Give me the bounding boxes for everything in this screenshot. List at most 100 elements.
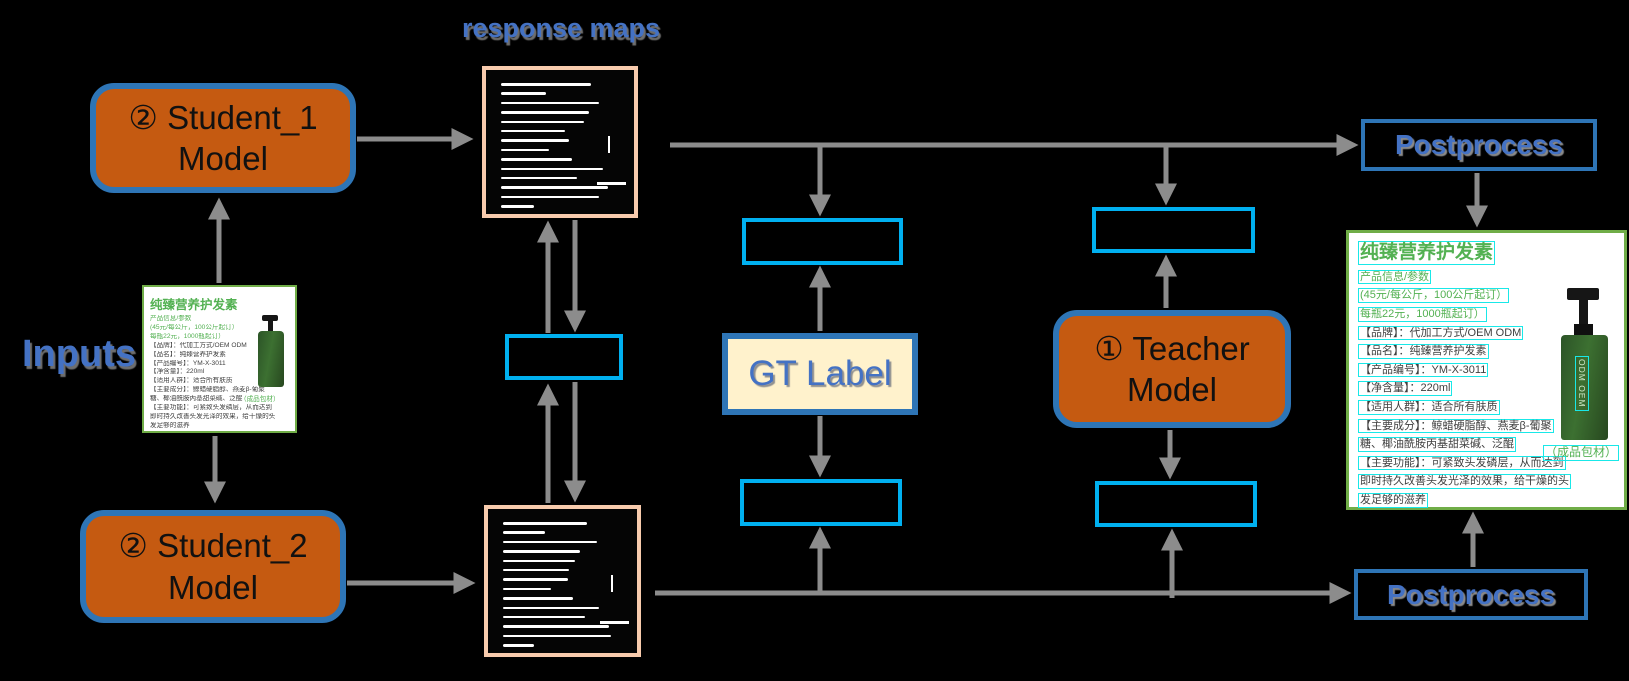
response-map-text-line bbox=[501, 83, 592, 86]
response-map-text-line bbox=[503, 597, 573, 600]
response-map-bottom bbox=[484, 505, 641, 657]
ocr-highlight-box: 产品信息/参数 bbox=[1358, 269, 1432, 285]
card-text-line: 【主要功能】：可紧致头发磷层，从而达到 bbox=[1358, 454, 1615, 473]
postprocess-top-node: Postprocess bbox=[1361, 119, 1597, 171]
input-card-lines: 产品信息/参数(45元/每公斤，100公斤起订）每瓶22元，1000瓶起订）【品… bbox=[150, 315, 289, 431]
response-map-text-line bbox=[501, 148, 549, 152]
card-text-line: 【适用人群】：适合所有肤质 bbox=[150, 377, 233, 385]
response-map-text-line bbox=[501, 195, 599, 199]
bottle-pump-icon bbox=[1574, 324, 1593, 336]
input-card-title: 纯臻营养护发素 bbox=[150, 298, 238, 312]
response-map-text-line bbox=[503, 540, 597, 544]
card-text-line: 【净含量】：220ml bbox=[150, 368, 205, 376]
student1-model-node: ② Student_1 Model bbox=[90, 83, 356, 193]
ocr-highlight-box: 【产品编号】：YM-X-3011 bbox=[1358, 362, 1489, 378]
card-text-line: 【主要功能】：可紧致头发磷层，从而达到 bbox=[150, 404, 272, 412]
response-map-text-line bbox=[501, 92, 547, 95]
postprocess-bottom-node: Postprocess bbox=[1354, 569, 1588, 620]
response-map-text-line bbox=[503, 531, 545, 534]
response-map-text-line bbox=[501, 101, 599, 105]
teacher-model-node: ① Teacher Model bbox=[1053, 310, 1291, 428]
bottle-brand-label: ODM OEM bbox=[1575, 356, 1589, 411]
card-text-line: 【产品编号】：YM-X-3011 bbox=[1358, 361, 1615, 380]
ocr-highlight-box: 【净含量】：220ml bbox=[1358, 381, 1453, 397]
response-map-top-lines bbox=[501, 83, 620, 208]
response-map-text-line bbox=[503, 606, 599, 610]
response-map-top bbox=[482, 66, 638, 218]
card-text-line: 产品信息/参数 bbox=[150, 315, 192, 322]
bottle-pump-icon bbox=[1567, 288, 1599, 300]
ocr-highlight-box: 发足够的滋养 bbox=[1358, 492, 1428, 508]
response-map-text-line bbox=[503, 625, 609, 628]
package-note: （成品包材） bbox=[240, 396, 280, 403]
card-text-line: 【适用人群】：适合所有肤质 bbox=[1358, 398, 1615, 417]
response-map-text-line bbox=[501, 139, 569, 142]
package-note: （成品包材） bbox=[1543, 445, 1620, 461]
bottle-body bbox=[1561, 335, 1608, 440]
loss-box-between-students bbox=[505, 334, 623, 380]
card-text-line: 【品牌】：代加工方式/OEM ODM bbox=[1358, 324, 1615, 343]
card-text-line: (45元/每公斤，100公斤起订） bbox=[150, 323, 239, 331]
response-map-text-line bbox=[501, 120, 585, 124]
card-text-line: 【主要成分】：鲸蜡硬脂醇、燕麦β-葡聚 bbox=[150, 386, 265, 394]
card-text-line: 每瓶22元，1000瓶起订） bbox=[1358, 305, 1615, 324]
response-map-text-line bbox=[501, 186, 609, 189]
card-text-line: 【净含量】：220ml bbox=[1358, 379, 1615, 398]
response-map-text-line bbox=[501, 176, 578, 180]
ocr-highlight-box: 糖、椰油酰胺丙基甜菜碱、泛醌 bbox=[1358, 437, 1516, 452]
card-text-line: 发足够的滋养 bbox=[1358, 491, 1615, 510]
output-product-card: 纯臻营养护发素 产品信息/参数 (45元/每公斤，100公斤起订） 每瓶22元，10… bbox=[1346, 230, 1627, 510]
card-text-line: 【主要成分】：鲸蜡硬脂醇、燕麦β-葡聚 bbox=[1358, 417, 1615, 436]
response-map-text-line bbox=[503, 587, 551, 591]
response-map-mark bbox=[607, 136, 610, 153]
card-text-line: 产品信息/参数 bbox=[1358, 268, 1615, 287]
bottle-pump-icon bbox=[1579, 298, 1588, 326]
response-map-text-line bbox=[501, 111, 590, 114]
card-text-line: (45元/每公斤，100公斤起订） bbox=[1358, 286, 1615, 305]
card-text-line: 每瓶22元，1000瓶起订） bbox=[150, 332, 225, 340]
response-maps-label: response maps bbox=[461, 13, 661, 43]
response-map-text-line bbox=[501, 205, 535, 208]
response-map-text-line bbox=[503, 559, 575, 563]
ocr-highlight-box: 【适用人群】：适合所有肤质 bbox=[1358, 400, 1500, 415]
product-bottle-image bbox=[256, 315, 286, 387]
ocr-highlight-box: 即时持久改善头发光泽的效果，给干燥的头 bbox=[1358, 474, 1571, 490]
loss-box-teacher-top bbox=[1092, 207, 1255, 253]
gt-label-node: GT Label bbox=[722, 333, 918, 415]
output-card-title: 纯臻营养护发素 bbox=[1358, 241, 1496, 265]
ocr-highlight-box: 【主要功能】：可紧致头发磷层，从而达到 bbox=[1358, 455, 1566, 471]
response-map-text-line bbox=[503, 634, 611, 638]
response-map-mark bbox=[597, 182, 626, 185]
response-map-text-line bbox=[501, 167, 604, 171]
response-map-mark bbox=[600, 621, 629, 624]
bottle-pump-icon bbox=[268, 320, 273, 332]
response-map-text-line bbox=[503, 522, 587, 525]
response-map-text-line bbox=[501, 129, 566, 133]
card-text-line: 发足够的滋养 bbox=[150, 421, 190, 429]
card-text-line: 【品名】：纯臻营养护发素 bbox=[1358, 342, 1615, 361]
loss-box-gt-bottom bbox=[740, 479, 902, 526]
response-map-text-line bbox=[503, 568, 569, 572]
ocr-highlight-box: 每瓶22元，1000瓶起订） bbox=[1358, 307, 1487, 322]
student2-model-node: ② Student_2 Model bbox=[80, 510, 346, 623]
inputs-label: Inputs bbox=[22, 333, 136, 375]
response-map-text-line bbox=[503, 578, 568, 581]
response-map-text-line bbox=[501, 158, 573, 161]
product-bottle-image: ODM OEM bbox=[1557, 288, 1613, 440]
loss-box-gt-top bbox=[742, 218, 903, 265]
card-text-line: 即时持久改善头发光泽的效果，给干燥的头 bbox=[1358, 472, 1615, 491]
ocr-highlight-box: (45元/每公斤，100公斤起订） bbox=[1358, 288, 1510, 304]
bottle-pump-icon bbox=[262, 315, 278, 321]
card-text-line: 糖、椰油酰胺丙基甜菜碱、泛醌 bbox=[150, 395, 243, 403]
ocr-highlight-box: 【品名】：纯臻营养护发素 bbox=[1358, 344, 1489, 359]
card-text-line: 糖、椰油酰胺丙基甜菜碱、泛醌 bbox=[1358, 435, 1615, 454]
output-card-lines: 产品信息/参数 (45元/每公斤，100公斤起订） 每瓶22元，1000瓶起订） 【品… bbox=[1358, 268, 1615, 510]
response-map-mark bbox=[610, 575, 613, 592]
card-text-line: 【品牌】：代加工方式/OEM ODM bbox=[150, 341, 247, 349]
card-text-line: 【产品编号】：YM-X-3011 bbox=[150, 359, 226, 367]
response-map-text-line bbox=[503, 550, 580, 553]
response-map-text-line bbox=[503, 615, 585, 619]
response-map-text-line bbox=[503, 644, 535, 647]
bottle-body bbox=[258, 331, 284, 387]
